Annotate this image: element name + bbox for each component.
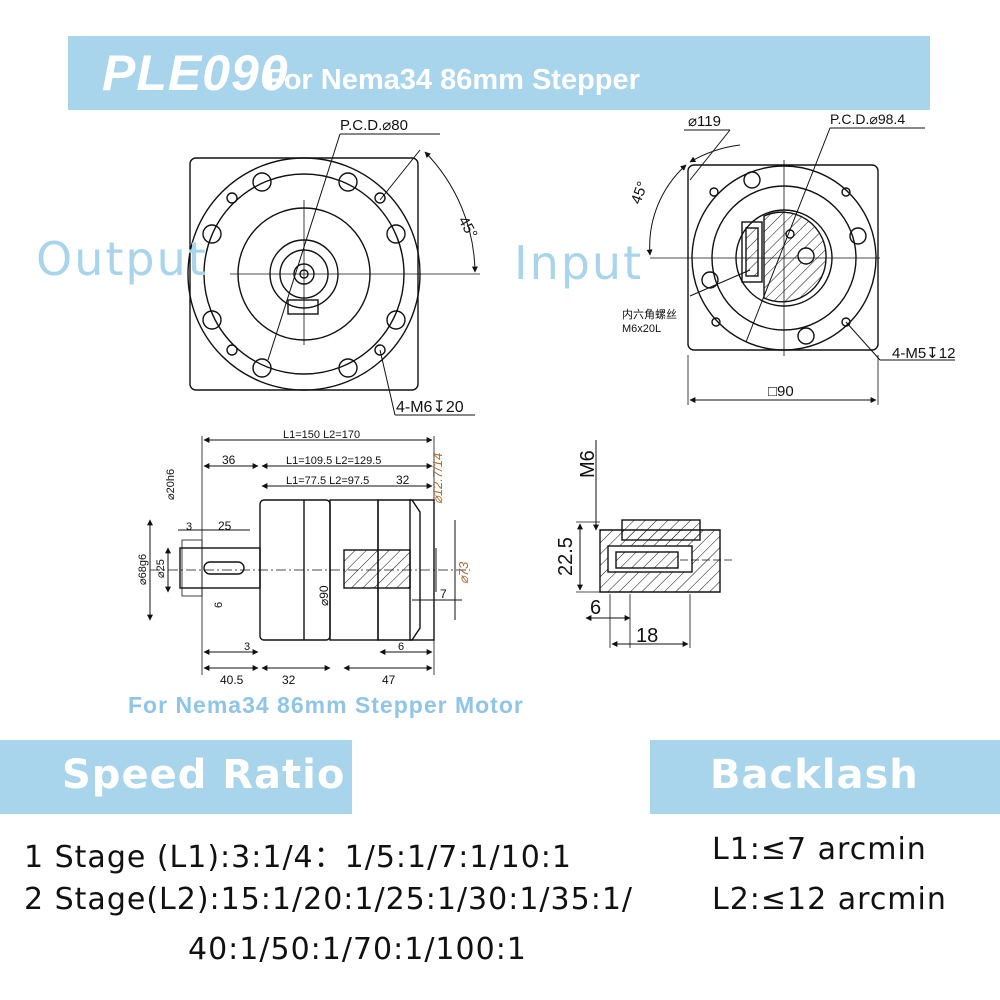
output-label: Output (36, 232, 208, 286)
detail-d18-label: 18 (636, 625, 658, 647)
input-screw-label: M6x20L (622, 323, 661, 335)
side-d68-label: ⌀68g6 (137, 554, 149, 585)
side-d73-label: ⌀73 (456, 561, 471, 584)
backlash-l2: L2:≤12 arcmin (712, 882, 947, 917)
speed-ratio-heading: Speed Ratio (62, 752, 346, 798)
input-label: Input (514, 236, 644, 290)
side-d90-label: ⌀90 (317, 585, 331, 606)
title-subtitle: For Nema34 86mm Stepper (266, 64, 640, 96)
input-square-label: □90 (768, 383, 794, 400)
output-holes-label: 4-M6↧20 (396, 399, 464, 416)
model-title: PLE090 (102, 45, 289, 101)
speed-ratio-line2: 2 Stage(L2):15:1/20:1/25:1/30:1/35:1/ (24, 882, 634, 917)
speed-ratio-banner: Speed Ratio (0, 740, 352, 814)
title-banner: PLE090 For Nema34 86mm Stepper (68, 36, 930, 110)
side-d3a-label: 3 (186, 521, 192, 533)
output-view (187, 133, 480, 416)
speed-ratio-line3: 40:1/50:1/70:1/100:1 (188, 932, 527, 967)
side-d20-label: ⌀20h6 (165, 469, 177, 500)
side-d6-label: 6 (213, 602, 225, 608)
side-d25b-label: ⌀25 (155, 559, 167, 578)
input-pcd-label: P.C.D.⌀98.4 (830, 111, 905, 127)
side-d47-label: 47 (382, 673, 396, 687)
side-d127-label: ⌀12.7/14 (430, 453, 445, 504)
detail-view (576, 440, 735, 648)
side-d32a-label: 32 (396, 473, 410, 487)
detail-d6-label: 6 (590, 597, 601, 619)
output-angle-label: 45° (455, 214, 481, 242)
input-diameter-label: ⌀119 (688, 113, 721, 130)
side-d3b-label: 3 (244, 641, 250, 653)
detail-m6-label: M6 (577, 450, 599, 478)
side-l-mid-label: L1=109.5 L2=129.5 (286, 455, 381, 467)
side-d405-label: 40.5 (220, 673, 244, 687)
side-d6b-label: 6 (398, 641, 404, 653)
input-view (646, 127, 955, 405)
side-d7-label: 7 (440, 587, 447, 601)
side-d36-label: 36 (222, 453, 236, 467)
backlash-l1: L1:≤7 arcmin (712, 832, 927, 867)
input-holes-label: 4-M5↧12 (892, 345, 955, 362)
input-screw-cn-label: 内六角螺丝 (622, 307, 677, 321)
side-d32b-label: 32 (282, 673, 296, 687)
motor-caption: For Nema34 86mm Stepper Motor (128, 692, 524, 718)
backlash-heading: Backlash (710, 752, 919, 798)
side-d25-label: 25 (218, 519, 232, 533)
side-l-total-label: L1=150 L2=170 (283, 429, 360, 441)
output-pcd-label: P.C.D.⌀80 (340, 117, 408, 134)
backlash-banner: Backlash (650, 740, 1000, 814)
side-l-short-label: L1=77.5 L2=97.5 (286, 475, 369, 487)
input-angle-label: 45° (628, 179, 652, 206)
side-view (147, 436, 470, 675)
detail-d225-label: 22.5 (555, 537, 577, 576)
speed-ratio-line1: 1 Stage (L1):3:1/4：1/5:1/7:1/10:1 (24, 840, 572, 875)
